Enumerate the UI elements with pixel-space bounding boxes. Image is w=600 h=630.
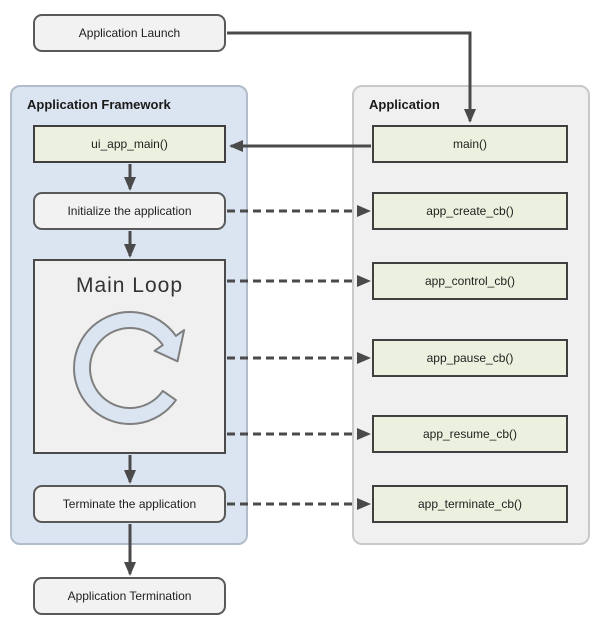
application-launch-node: Application Launch	[33, 14, 226, 52]
initialize-application-node: Initialize the application	[33, 192, 226, 230]
app-create-cb-node: app_create_cb()	[372, 192, 568, 230]
terminate-application-node: Terminate the application	[33, 485, 226, 523]
app-pause-cb-node: app_pause_cb()	[372, 339, 568, 377]
application-panel-title: Application	[369, 97, 440, 112]
main-node: main()	[372, 125, 568, 163]
loop-refresh-icon	[72, 311, 185, 425]
ui-app-main-node: ui_app_main()	[33, 125, 226, 163]
main-loop-node: Main Loop	[33, 259, 226, 454]
app-control-cb-node: app_control_cb()	[372, 262, 568, 300]
application-termination-node: Application Termination	[33, 577, 226, 615]
application-framework-panel-title: Application Framework	[27, 97, 171, 112]
main-loop-label: Main Loop	[75, 274, 184, 297]
app-resume-cb-node: app_resume_cb()	[372, 415, 568, 453]
app-terminate-cb-node: app_terminate_cb()	[372, 485, 568, 523]
